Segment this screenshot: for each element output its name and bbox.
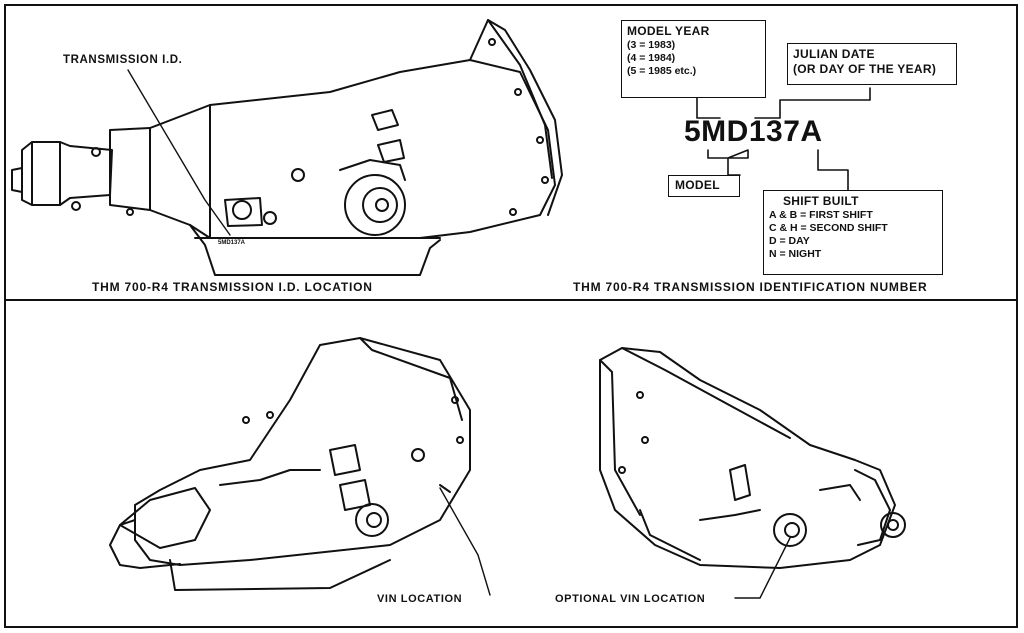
shift-built-line: D = DAY [769,235,810,248]
model-year-line: (4 = 1984) [627,52,676,65]
id-location-caption: THM 700-R4 TRANSMISSION I.D. LOCATION [92,280,373,294]
side-view-transmission [11,19,563,276]
shift-built-line: A & B = FIRST SHIFT [769,209,873,221]
identification-code: 5MD137A [684,115,823,148]
model-year-line: (5 = 1985 etc.) [627,65,697,78]
shift-built-line: N = NIGHT [769,248,822,261]
optional-vin-location-label: OPTIONAL VIN LOCATION [555,593,706,605]
model-box: MODEL [668,175,740,197]
three-quarter-view-transmission [109,337,471,591]
shift-built-box: SHIFT BUILT A & B = FIRST SHIFT C & H = … [763,190,943,275]
id-number-caption: THM 700-R4 TRANSMISSION IDENTIFICATION N… [573,280,928,294]
rear-three-quarter-view-transmission [599,347,906,569]
model-year-box: MODEL YEAR (3 = 1983) (4 = 1984) (5 = 19… [621,20,766,98]
model-year-line: (3 = 1983) [627,39,676,51]
shift-built-line: C & H = SECOND SHIFT [769,222,888,235]
julian-date-box: JULIAN DATE (OR DAY OF THE YEAR) [787,43,957,85]
transmission-id-callout: TRANSMISSION I.D. [63,54,183,66]
model-title: MODEL [675,178,720,192]
shift-built-title: SHIFT BUILT [783,194,859,208]
panel-divider [4,299,1018,301]
pan-id-stamp: 5MD137A [218,240,246,246]
vin-location-label: VIN LOCATION [377,593,463,605]
julian-date-title: JULIAN DATE [793,47,875,61]
diagram-frame [4,4,1018,628]
model-year-title: MODEL YEAR [627,24,710,38]
julian-date-subtitle: (OR DAY OF THE YEAR) [793,62,937,76]
